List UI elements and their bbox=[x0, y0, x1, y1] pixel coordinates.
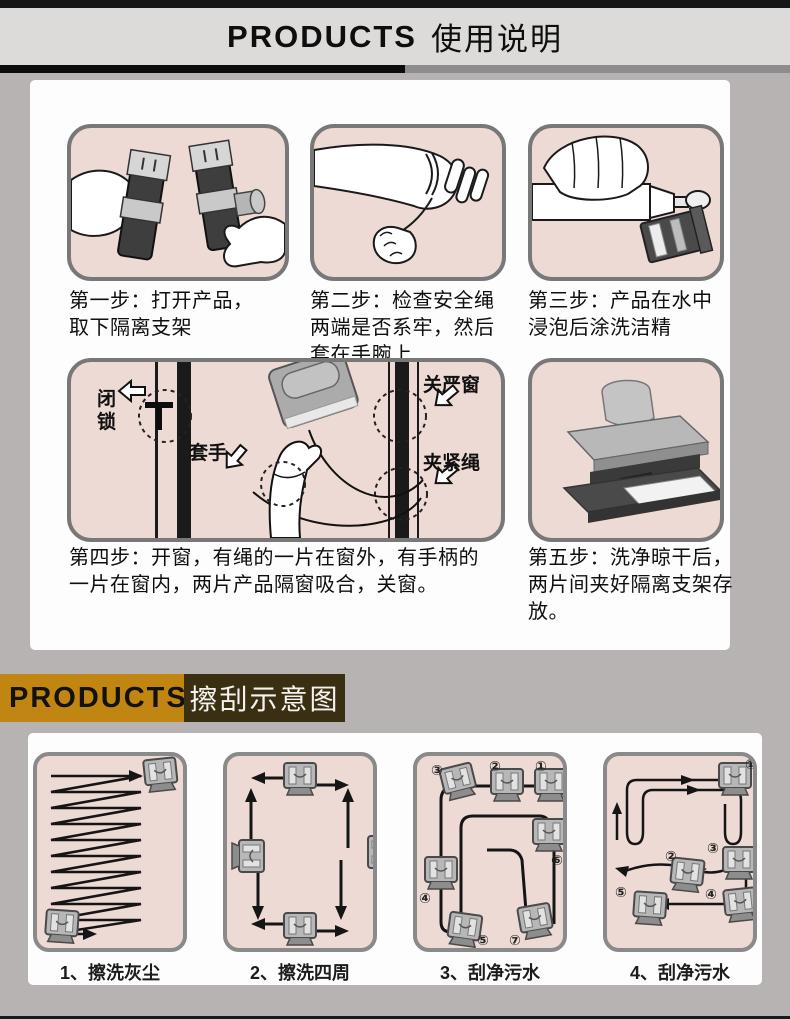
label-close-window: 关严窗 bbox=[423, 375, 481, 396]
diagram1-zigzag bbox=[33, 752, 187, 952]
step1-caption: 第一步：打开产品，取下隔离支架 bbox=[69, 290, 254, 339]
hands-opening-product-drawing bbox=[71, 139, 285, 268]
d4-marker-3: ③ bbox=[707, 840, 719, 856]
step2-illustration bbox=[310, 124, 506, 281]
d3-marker-6: ⑥ bbox=[551, 852, 563, 868]
d3-marker-4: ④ bbox=[419, 890, 431, 906]
step3-illustration bbox=[528, 124, 724, 281]
d4-marker-5: ⑤ bbox=[615, 884, 627, 900]
stacked-product-drawing bbox=[562, 379, 720, 523]
d3-marker-2: ② bbox=[489, 758, 501, 774]
top-black-bar bbox=[0, 0, 790, 8]
section2-title: 擦刮示意图 bbox=[189, 684, 340, 715]
divider-gray bbox=[405, 65, 790, 73]
diagram2-caption: 2、擦洗四周 bbox=[249, 963, 350, 983]
section2-header-dark: 擦刮示意图 bbox=[184, 674, 345, 722]
detergent-bottle-drawing bbox=[532, 135, 714, 264]
section2-header-gold: PRODUCTS bbox=[0, 674, 186, 722]
perimeter-path-drawing bbox=[231, 762, 373, 946]
bottom-black-bar bbox=[0, 1016, 790, 1019]
wipe-diagrams-panel: ③ ② ① ④ ⑤ ⑥ ⑦ bbox=[28, 733, 762, 985]
d3-marker-1: ① bbox=[535, 758, 547, 774]
diagram3-caption: 3、刮净污水 bbox=[439, 963, 540, 983]
d4-marker-1: ① bbox=[745, 756, 757, 772]
zigzag-path-drawing bbox=[43, 756, 180, 945]
step1-illustration bbox=[67, 124, 289, 281]
section2-brand: PRODUCTS bbox=[9, 681, 188, 714]
diagram2-perimeter bbox=[223, 752, 377, 952]
label-lock: 闭锁 bbox=[97, 389, 117, 433]
window-diagram-drawing bbox=[118, 362, 463, 538]
divider-black bbox=[0, 65, 405, 73]
diagram4-caption: 4、刮净污水 bbox=[629, 963, 730, 983]
step4-illustration: 闭锁 套手 关严窗 夹紧绳 bbox=[67, 358, 505, 542]
step5-illustration bbox=[528, 358, 724, 542]
squeegee-path-drawing bbox=[424, 761, 563, 948]
step2-caption: 第二步：检查安全绳两端是否系牢，然后套在手腕上 bbox=[310, 290, 495, 366]
diagram4-squeegee: ① ② ③ ④ ⑤ bbox=[603, 752, 757, 952]
step3-caption: 第三步：产品在水中浸泡后涂洗洁精 bbox=[528, 290, 713, 339]
rope-on-wrist-drawing bbox=[314, 143, 490, 265]
d4-marker-4: ④ bbox=[705, 886, 717, 902]
label-clamp-rope: 夹紧绳 bbox=[423, 453, 481, 474]
d3-marker-7: ⑦ bbox=[509, 932, 521, 948]
step4-caption: 第四步：开窗，有绳的一片在窗外，有手柄的一片在窗内，两片产品隔窗吸合，关窗。 bbox=[69, 547, 479, 596]
d3-marker-3: ③ bbox=[431, 762, 443, 778]
usage-steps-panel: 第一步：打开产品，取下隔离支架 第二步：检查安全绳两端是否系牢，然后套在手腕上 … bbox=[30, 80, 733, 650]
header-brand: PRODUCTS bbox=[227, 18, 417, 54]
diagram1-caption: 1、擦洗灰尘 bbox=[59, 963, 160, 983]
header-title: 使用说明 bbox=[430, 22, 563, 57]
diagram3-squeegee: ③ ② ① ④ ⑤ ⑥ ⑦ bbox=[413, 752, 567, 952]
main-header: PRODUCTS 使用说明 bbox=[0, 8, 790, 65]
d4-marker-2: ② bbox=[665, 848, 677, 864]
d3-marker-5: ⑤ bbox=[477, 932, 489, 948]
step5-caption: 第五步：洗净晾干后，两片间夹好隔离支架存放。 bbox=[528, 547, 733, 623]
label-hand-sleeve: 套手 bbox=[189, 443, 228, 464]
squeegee-path-drawing-2 bbox=[612, 762, 753, 927]
